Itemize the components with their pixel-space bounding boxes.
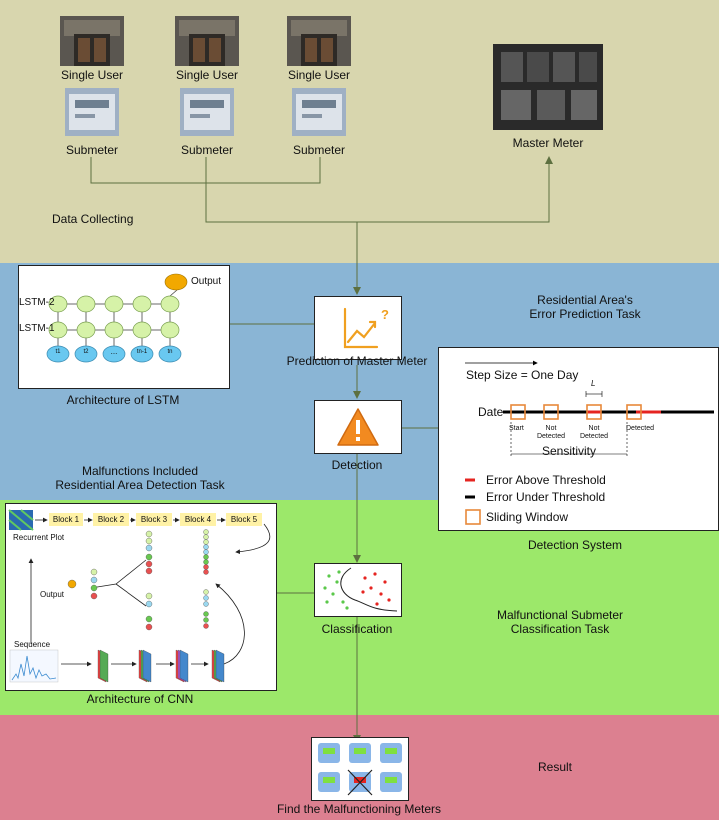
lstm-input-dots: ... xyxy=(110,347,118,356)
lstm-input-tn: tn xyxy=(167,349,173,355)
sliding-window-diagram xyxy=(465,360,714,525)
legend-error-under: Error Under Threshold xyxy=(486,490,606,504)
detection-system-caption: Detection System xyxy=(527,538,623,552)
window-not-detected-2-a: Not xyxy=(588,425,600,432)
cnn-block-5: Block 5 xyxy=(230,515,258,524)
cnn-block-1: Block 1 xyxy=(52,515,80,524)
detection-task-line2: Residential Area Detection Task xyxy=(55,478,225,492)
cnn-block-3: Block 3 xyxy=(140,515,168,524)
classification-task-line1: Malfunctional Submeter xyxy=(496,608,624,622)
single-user-photo-3 xyxy=(287,16,351,66)
sensitivity-label: Sensitivity xyxy=(541,444,597,458)
result-node xyxy=(311,737,409,801)
lstm-output-node xyxy=(164,273,188,291)
lstm-1-label: LSTM-1 xyxy=(19,323,55,334)
cnn-block-4: Block 4 xyxy=(184,515,212,524)
result-node-label: Find the Malfunctioning Meters xyxy=(276,802,442,816)
cnn-diagram xyxy=(8,509,271,683)
submeter-photo-2 xyxy=(180,88,234,136)
cnn-output-label: Output xyxy=(40,590,65,599)
detection-node xyxy=(314,400,402,454)
submeter-photo-3 xyxy=(292,88,346,136)
master-meter-photo xyxy=(493,44,603,130)
prediction-node: ? xyxy=(314,296,402,360)
step-size-label: Step Size = One Day xyxy=(466,368,579,382)
sequence-plot xyxy=(9,649,59,683)
recurrent-plot-image xyxy=(8,509,34,531)
prediction-node-label: Prediction of Master Meter xyxy=(286,354,428,368)
sequence-label: Sequence xyxy=(14,640,51,649)
recurrent-plot-label: Recurrent Plot xyxy=(13,533,65,542)
window-not-detected-1-a: Not xyxy=(545,425,557,432)
single-user-label-1: Single User xyxy=(60,68,124,82)
lstm-input-t1: t1 xyxy=(55,349,61,355)
lstm-input-tn-1: tn-1 xyxy=(136,349,148,355)
detection-node-label: Detection xyxy=(331,458,383,472)
cnn-caption: Architecture of CNN xyxy=(86,692,194,706)
single-user-photo-2 xyxy=(175,16,239,66)
classification-node xyxy=(314,563,402,617)
submeter-label-3: Submeter xyxy=(292,143,346,157)
lstm-input-t2: t2 xyxy=(83,349,89,355)
master-meter-label: Master Meter xyxy=(512,136,584,150)
single-user-label-3: Single User xyxy=(287,68,351,82)
window-not-detected-1-b: Detected xyxy=(536,433,566,440)
single-user-photo-1 xyxy=(60,16,124,66)
legend-sliding-window: Sliding Window xyxy=(486,510,569,524)
submeter-label-1: Submeter xyxy=(65,143,119,157)
lstm-architecture-panel: Output LSTM-2 LSTM-1 t1 t2 ... tn-1 tn xyxy=(18,265,230,389)
lstm-diagram xyxy=(46,273,188,363)
meters-grid-icon xyxy=(318,743,402,796)
lstm-2-label: LSTM-2 xyxy=(19,297,55,308)
prediction-task-line1: Residential Area's xyxy=(537,293,633,307)
cnn-block-2: Block 2 xyxy=(97,515,125,524)
single-user-label-2: Single User xyxy=(175,68,239,82)
detection-system-panel: Step Size = One Day Date L Start Not Det… xyxy=(438,347,719,531)
detection-task-line1: Malfunctions Included xyxy=(81,464,199,478)
window-detected-label: Detected xyxy=(626,425,655,432)
cnn-architecture-panel: Block 1 Block 2 Block 3 Block 4 Block 5 … xyxy=(5,503,277,691)
submeter-photo-1 xyxy=(65,88,119,136)
classification-node-label: Classification xyxy=(321,622,393,636)
warning-icon xyxy=(337,408,379,446)
classification-task-line2: Classification Task xyxy=(510,622,610,636)
date-label: Date xyxy=(478,405,504,419)
legend-error-above: Error Above Threshold xyxy=(486,473,606,487)
result-stage-label: Result xyxy=(538,760,573,774)
window-start-label: Start xyxy=(509,425,524,432)
lstm-output-label: Output xyxy=(191,276,222,287)
svg-text:?: ? xyxy=(381,307,389,322)
submeter-label-2: Submeter xyxy=(180,143,234,157)
window-not-detected-2-b: Detected xyxy=(579,433,609,440)
window-not-detected-1: Not Detected xyxy=(536,425,566,441)
scatter-classification-icon xyxy=(323,567,398,612)
prediction-task-line2: Error Prediction Task xyxy=(529,307,641,321)
window-not-detected-2: Not Detected xyxy=(579,425,609,441)
data-collecting-label: Data Collecting xyxy=(52,212,134,226)
lstm-caption: Architecture of LSTM xyxy=(66,393,180,407)
trend-chart-icon: ? xyxy=(343,307,389,349)
window-length-label: L xyxy=(591,379,596,388)
